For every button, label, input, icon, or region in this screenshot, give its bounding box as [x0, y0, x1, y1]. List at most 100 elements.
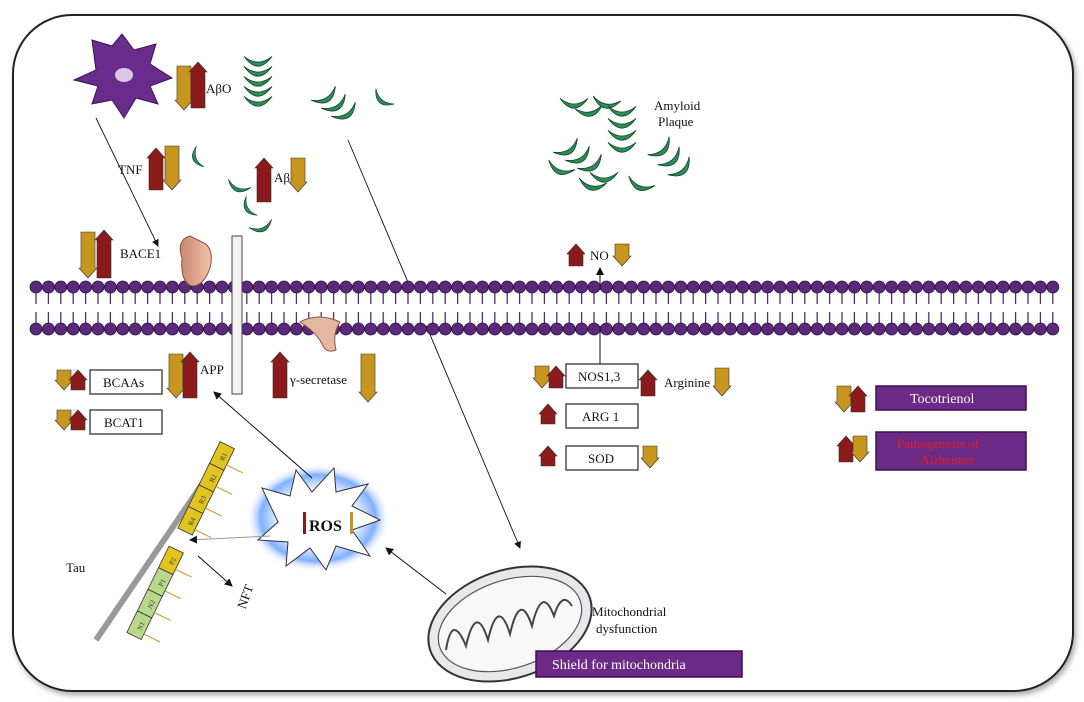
- lipid-head: [376, 322, 390, 336]
- up-arrow: [836, 435, 856, 463]
- arrow-mito-ros: [385, 547, 447, 595]
- lipid-head: [761, 322, 774, 336]
- lipid-head: [339, 322, 353, 336]
- lipid-head: [104, 280, 117, 294]
- down-arrow: [612, 243, 632, 267]
- amyloid-fragment: [607, 106, 637, 117]
- amyloid-fragment: [375, 88, 395, 106]
- lipid-head: [600, 280, 613, 294]
- amyloid-fragment: [578, 177, 608, 191]
- amyloid-fragment: [243, 66, 273, 77]
- arrow-abo-mitochondria: [347, 139, 521, 549]
- cell-membrane: [29, 280, 1060, 336]
- lipid-head: [203, 322, 217, 336]
- lipid-head: [934, 280, 948, 294]
- lipid-head: [736, 280, 750, 294]
- lipid-head: [265, 280, 279, 294]
- lipid-head: [761, 280, 774, 294]
- up-arrow: [566, 243, 586, 267]
- up-arrow: [270, 351, 290, 399]
- lipid-head: [401, 280, 415, 294]
- lipid-head: [996, 322, 1010, 336]
- up-arrow: [538, 445, 558, 467]
- tau-segment-label: R1: [218, 451, 229, 462]
- lipid-head: [54, 280, 68, 294]
- up-arrow: [146, 147, 166, 191]
- lipid-head: [922, 322, 936, 336]
- lipid-head: [649, 322, 663, 336]
- label-shield: Shield for mitochondria: [552, 658, 687, 673]
- down-arrow: [640, 445, 660, 469]
- up-arrow: [94, 229, 114, 279]
- lipid-head: [637, 280, 650, 294]
- lipid-head: [947, 280, 960, 294]
- app-protein: [231, 235, 243, 395]
- label-amyloid: Amyloid: [654, 98, 701, 113]
- lipid-head: [178, 322, 192, 336]
- lipid-head: [674, 322, 688, 336]
- amyloid-fragment: [647, 136, 670, 157]
- lipid-head: [984, 280, 998, 294]
- lipid-head: [984, 322, 998, 336]
- lipid-head: [302, 280, 316, 294]
- lipid-head: [513, 280, 526, 294]
- lipid-head: [786, 322, 799, 336]
- lipid-head: [934, 322, 948, 336]
- label-gamma-secretase: γ-secretase: [289, 372, 347, 387]
- down-arrow: [174, 65, 194, 111]
- amyloid-fragment: [592, 95, 622, 109]
- lipid-head: [1046, 322, 1060, 336]
- lipid-head: [538, 280, 551, 294]
- down-arrow: [834, 385, 854, 413]
- lipid-head: [141, 280, 155, 294]
- label-plaque: Plaque: [658, 114, 694, 129]
- lipid-head: [947, 322, 960, 336]
- tau-segment-label: N1: [136, 620, 147, 632]
- lipid-head: [153, 322, 167, 336]
- lipid-head: [153, 280, 167, 294]
- tau-segment-label: P2: [168, 556, 179, 567]
- lipid-head: [265, 322, 279, 336]
- lipid-head: [91, 280, 105, 294]
- down-arrow: [712, 367, 732, 397]
- tau-segment: N1: [126, 610, 161, 643]
- lipid-head: [860, 322, 874, 336]
- lipid-head: [339, 280, 353, 294]
- amyloid-fragment: [248, 219, 272, 233]
- lipid-head: [79, 322, 92, 336]
- tau-marker: [194, 529, 212, 539]
- lipid-head: [662, 280, 675, 294]
- lipid-head: [364, 322, 378, 336]
- amyloid-fragment: [243, 76, 273, 87]
- lipid-head: [128, 280, 142, 294]
- regulation-arrows: [54, 61, 870, 469]
- lipid-head: [550, 280, 564, 294]
- tau-segment: R3: [187, 484, 222, 517]
- amyloid-fragment: [607, 130, 637, 141]
- lipid-head: [451, 280, 465, 294]
- shield-banner: [535, 650, 743, 678]
- lipid-head: [104, 322, 117, 336]
- lipid-head: [910, 322, 923, 336]
- amyloid-fragment: [552, 137, 578, 156]
- lipid-head: [79, 280, 92, 294]
- sod-box: [565, 445, 639, 471]
- lipid-head: [538, 322, 551, 336]
- lipid-head: [29, 280, 43, 294]
- lipid-head: [1009, 280, 1022, 294]
- lipid-head: [872, 322, 886, 336]
- lipid-head: [922, 280, 936, 294]
- lipid-head: [674, 280, 688, 294]
- lipid-head: [351, 280, 365, 294]
- amyloid-fragment: [192, 145, 205, 168]
- lipid-head: [748, 280, 762, 294]
- lipid-head: [711, 322, 725, 336]
- down-arrow: [288, 157, 308, 193]
- lipid-head: [463, 280, 477, 294]
- arrow-tau-nft: [197, 555, 233, 587]
- lipid-head: [488, 322, 502, 336]
- label-bcat1: BCAT1: [104, 415, 144, 430]
- label-nft: NFT: [234, 583, 257, 611]
- lipid-head: [364, 280, 378, 294]
- label-no: NO: [590, 248, 609, 263]
